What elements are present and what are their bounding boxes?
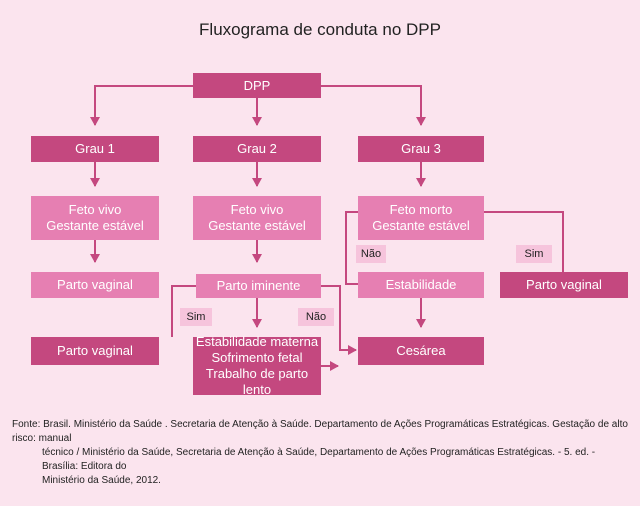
node-grau-3: Grau 3 [358,136,484,162]
node-feto-vivo-grau1: Feto vivo Gestante estável [31,196,159,240]
node-parto-vaginal-grau2: Parto vaginal [31,337,159,365]
node-line: Gestante estável [208,218,306,233]
node-line: Feto vivo [230,202,284,217]
source-line-1: Brasil. Ministério da Saúde . Secretaria… [12,419,628,444]
node-cesarea: Cesárea [358,337,484,365]
arrow-dpp-grau1 [90,85,193,126]
diagram-title: Fluxograma de conduta no DPP [199,20,441,39]
line-feto-morto-sim [484,211,564,272]
source-label: Fonte: [12,419,41,430]
source-citation: Fonte: Brasil. Ministério da Saúde . Sec… [12,418,630,488]
node-grau-2: Grau 2 [193,136,321,162]
tag-sim-feto-morto: Sim [516,245,552,263]
node-parto-vaginal-grau1: Parto vaginal [31,272,159,298]
node-feto-morto: Feto morto Gestante estável [358,196,484,240]
node-grau-1: Grau 1 [31,136,159,162]
node-dpp: DPP [193,73,321,98]
node-line: Sofrimento fetal [211,350,303,365]
node-estabilidade: Estabilidade [358,272,484,298]
node-feto-vivo-grau2: Feto vivo Gestante estável [193,196,321,240]
node-parto-iminente: Parto iminente [196,274,321,298]
node-line: Trabalho de parto lento [205,366,309,397]
tag-nao-parto-iminente: Não [298,308,334,326]
node-line: Gestante estável [46,218,144,233]
source-line-2: técnico / Ministério da Saúde, Secretari… [42,447,596,472]
tag-sim-parto-iminente: Sim [180,308,212,326]
node-line: Feto morto [389,202,453,217]
tag-nao-feto-morto: Não [356,245,386,263]
source-line-3: Ministério da Saúde, 2012. [42,475,161,486]
line-parto-iminente-sim [171,285,196,337]
arrow-dpp-grau3 [321,85,426,126]
node-condicoes: Estabilidade materna Sofrimento fetal Tr… [193,334,321,397]
line-feto-morto-nao [345,211,358,285]
node-line: Estabilidade materna [195,334,319,349]
arrow-parto-iminente-nao-cesarea [321,285,357,355]
node-line: Feto vivo [68,202,122,217]
node-line: Gestante estável [372,218,470,233]
node-parto-vaginal-grau3: Parto vaginal [500,272,628,298]
